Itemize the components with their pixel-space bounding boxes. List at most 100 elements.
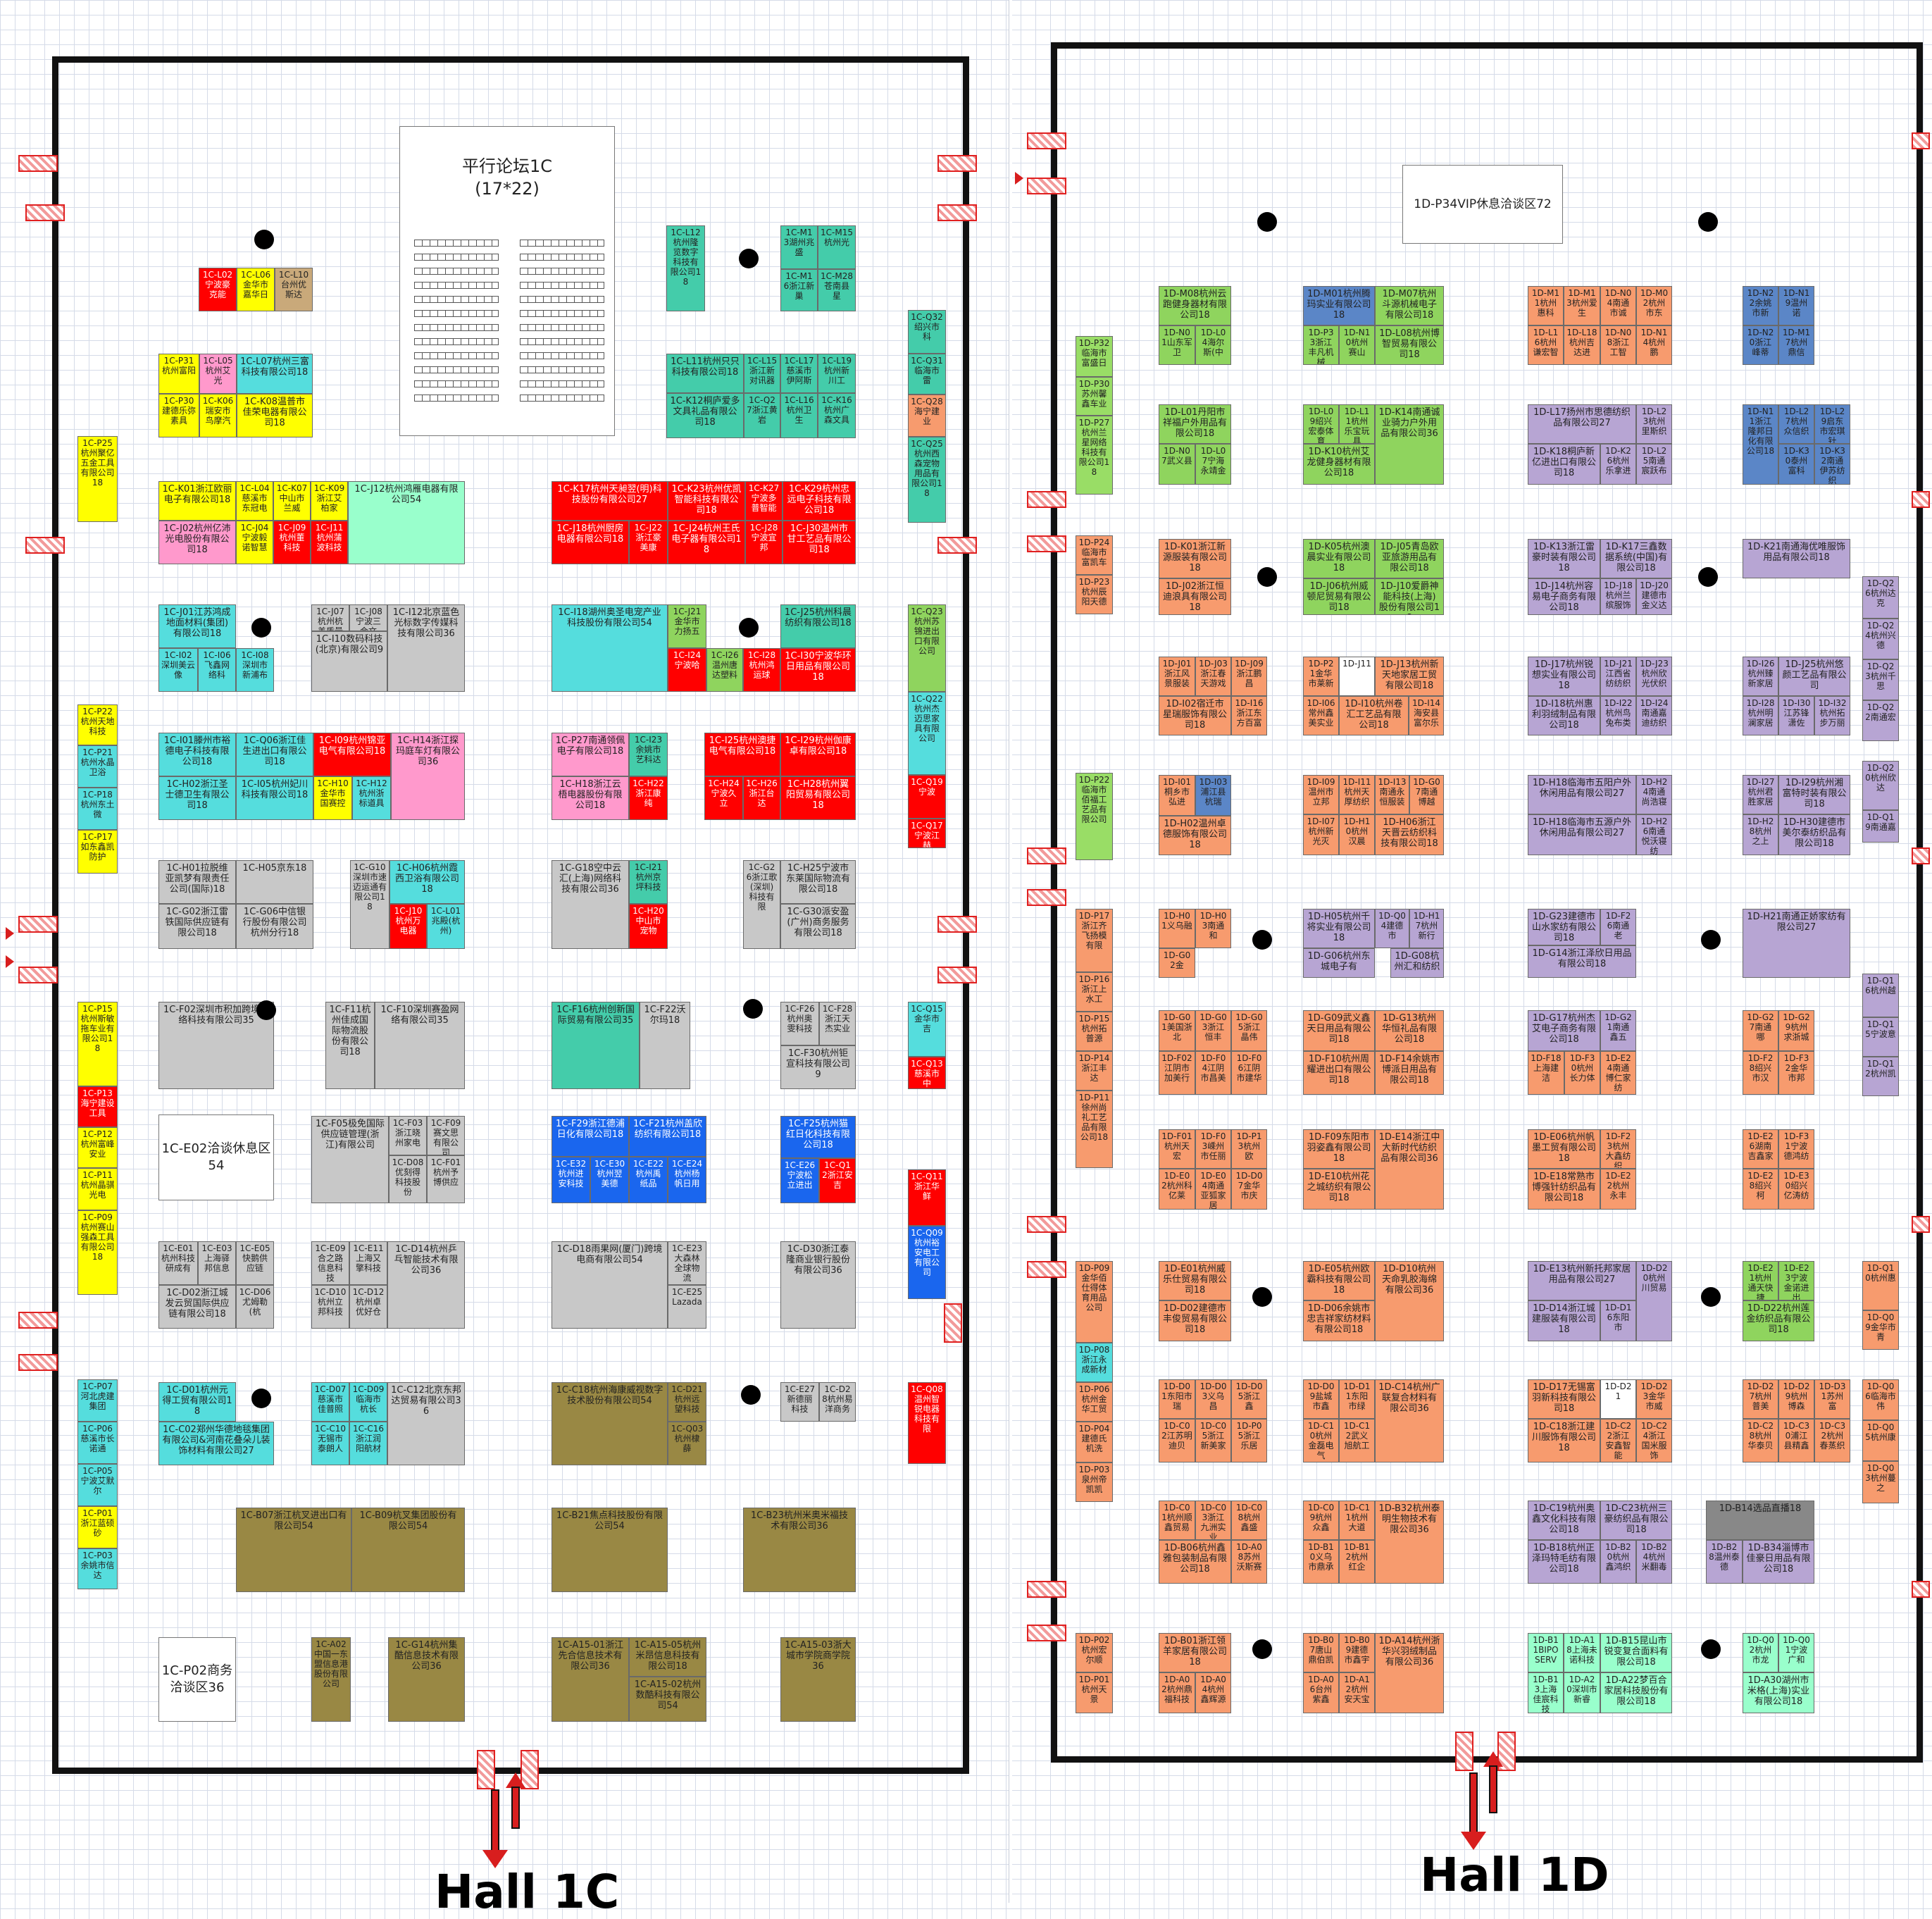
booth[interactable]: 1C-D12杭州卓优好仓 (349, 1285, 387, 1329)
booth[interactable]: 1D-P04建德氏机洗 (1076, 1422, 1113, 1462)
booth[interactable]: 1C-K23杭州优凯智能科技有限公司18 (668, 481, 745, 521)
booth[interactable]: 1D-K32南通伊苏纺织 (1814, 444, 1850, 485)
booth[interactable]: 1D-E06杭州帆墨工贸有限公司18 (1528, 1129, 1600, 1169)
booth[interactable]: 1C-D18雨果网(厦门)跨境电商有限公司54 (551, 1241, 668, 1329)
booth[interactable]: 1D-E14浙江中大新时代纺织品有限公司36 (1375, 1129, 1444, 1210)
booth[interactable]: 1D-F09东阳市羽姿鑫有限公司18 (1303, 1129, 1375, 1169)
booth[interactable]: 1D-F23杭州大鑫纺织 (1600, 1129, 1636, 1169)
booth[interactable]: 1D-G06杭州东城电子有 (1303, 948, 1375, 978)
booth[interactable]: 1D-M08杭州云跑健身器材有限公司18 (1159, 286, 1231, 325)
booth[interactable]: 1D-P05浙江乐居 (1231, 1419, 1267, 1462)
booth[interactable]: 1D-A08苏州沃斯赛 (1231, 1540, 1267, 1584)
booth[interactable]: 1D-B10义乌市鼎承 (1303, 1540, 1339, 1584)
booth[interactable]: 1D-K13浙江雷豪时装有限公司18 (1528, 539, 1600, 578)
booth[interactable]: 1D-A18上海未诺科技 (1564, 1633, 1600, 1672)
booth[interactable]: 1D-A06台州紫鑫 (1303, 1672, 1339, 1713)
booth[interactable]: 1C-F28浙江天杰实业 (819, 1002, 856, 1045)
booth[interactable]: 1C-E22杭州禹纸品 (629, 1157, 668, 1203)
booth[interactable]: 1D-I06常州鑫美实业 (1303, 696, 1339, 735)
booth[interactable]: 1D-G08杭州汇和纺织 (1390, 948, 1444, 978)
booth[interactable]: 1C-E27新德丽科技 (780, 1382, 819, 1422)
booth[interactable]: 1D-D16东阳市 (1600, 1300, 1636, 1341)
booth[interactable]: 1D-P32临海市富盛日 (1076, 336, 1113, 377)
booth[interactable]: 1D-G13杭州华恒礼品有限公司18 (1375, 1010, 1444, 1051)
booth[interactable]: 1D-P09金华佰仕得体育用品公司 (1076, 1261, 1113, 1343)
booth[interactable]: 1D-B18杭州正泽玛特毛纺有限公司18 (1528, 1540, 1600, 1584)
booth[interactable]: 1C-Q15金华市吉 (908, 1002, 946, 1057)
booth[interactable]: 1C-J02杭州亿沛光电股份有限公司18 (158, 521, 236, 564)
booth[interactable]: 1D-B15昆山市锐变复合面料有限公司18 (1600, 1633, 1672, 1672)
booth[interactable]: 1C-I10数码科技(北京)有限公司9 (311, 631, 387, 692)
booth[interactable]: 1C-F29浙江德浦日化有限公司18 (551, 1116, 629, 1157)
booth[interactable]: 1D-G27南通哪 (1743, 1010, 1778, 1051)
booth[interactable]: 1C-I25杭州澳捷电气有限公司18 (704, 733, 780, 776)
booth[interactable]: 1D-L23杭州里斯织 (1636, 404, 1672, 444)
booth[interactable]: 1D-F31宁波德鸿纺 (1778, 1129, 1814, 1169)
booth[interactable]: 1D-Q12杭州凯 (1862, 1057, 1899, 1096)
booth[interactable]: 1C-J10杭州万电器 (389, 904, 427, 949)
booth[interactable]: 1D-D20杭州川贸易 (1636, 1261, 1672, 1341)
booth[interactable]: 1D-I01桐乡市弘进 (1159, 775, 1195, 816)
booth[interactable]: 1D-M11杭州惠科 (1528, 286, 1564, 325)
booth[interactable]: 1D-D02建德市丰俊贸易有限公司18 (1159, 1300, 1231, 1341)
booth[interactable]: 1D-I24南通嘉迪纺织 (1636, 696, 1672, 735)
booth[interactable]: 1D-D31苏州富 (1814, 1379, 1850, 1419)
booth[interactable]: 1C-F21杭州盖欣纺织有限公司18 (629, 1116, 706, 1157)
booth[interactable]: 1D-P30苏州馨鑫车业 (1076, 377, 1113, 416)
booth[interactable]: 1D-H05杭州千将实业有限公司18 (1303, 909, 1375, 948)
booth[interactable]: 1D-M07杭州斗源机械电子有限公司18 (1375, 286, 1444, 325)
booth[interactable]: 1D-J20建德市金义达 (1636, 578, 1672, 615)
booth[interactable]: 1D-I27杭州君胜家居 (1743, 775, 1778, 814)
booth[interactable]: 1D-P08浙江永成新材 (1076, 1343, 1113, 1382)
booth[interactable]: 1C-E09合之路信息科技 (311, 1241, 349, 1285)
booth[interactable]: 1C-G18空中云汇(上海)网络科技有限公司36 (551, 860, 629, 949)
booth[interactable]: 1D-G07南通博越 (1409, 775, 1444, 814)
booth[interactable]: 1D-C30浦江县精鑫 (1778, 1419, 1814, 1462)
booth[interactable]: 1C-F16杭州创新国际贸易有限公司35 (551, 1002, 640, 1089)
booth[interactable]: 1C-P06慈溪市长诺通 (77, 1422, 118, 1464)
booth[interactable]: 1D-L27杭州众信织 (1778, 404, 1814, 444)
booth[interactable]: 1D-D07金华市庆 (1231, 1169, 1267, 1210)
booth[interactable]: 1C-G14杭州集酷信息技术有限公司36 (388, 1637, 465, 1722)
booth[interactable]: 1C-K09浙江艾柏家 (311, 481, 348, 521)
booth[interactable]: 1C-L07杭州三富科技有限公司18 (237, 354, 313, 394)
booth[interactable]: 1D-D21 (1600, 1379, 1636, 1419)
booth[interactable]: 1D-I14海安县富尔乐 (1409, 696, 1444, 735)
booth[interactable]: 1C-F03浙江晓州家电 (389, 1116, 427, 1155)
booth[interactable]: 1C-P13海宁建设工具 (77, 1086, 118, 1127)
booth[interactable]: 1D-P21金华市莱新 (1303, 657, 1339, 696)
booth[interactable]: 1D-C14杭州广联复合材料有限公司36 (1375, 1379, 1444, 1462)
booth[interactable]: 1C-K29杭州忠远电子科技有限公司18 (783, 481, 856, 521)
booth[interactable]: 1C-J12杭州鸿雁电器有限公司54 (348, 481, 465, 564)
booth[interactable]: 1D-L01丹阳市祥福户外用品有限公司18 (1159, 404, 1231, 444)
booth[interactable]: 1D-J06杭州威顿尼贸易有限公司18 (1303, 578, 1375, 615)
booth[interactable]: 1C-D09临海市杭长 (349, 1382, 387, 1422)
booth[interactable]: 1D-D03义乌昌 (1195, 1379, 1231, 1419)
booth[interactable]: 1C-H10金华市国赛控 (313, 776, 352, 820)
booth[interactable]: 1C-D08优刻得科技股份 (389, 1155, 427, 1203)
booth[interactable]: 1D-H24南通尚浩寝 (1636, 775, 1672, 814)
booth[interactable]: 1C-Q08温州智锐电器科技有限 (908, 1382, 946, 1464)
booth[interactable]: 1C-P21杭州水晶卫浴 (77, 745, 118, 788)
booth[interactable]: 1C-H05京东18 (236, 860, 313, 904)
booth[interactable]: 1D-D06余姚市忠吉祥家纺材料有限公司18 (1303, 1300, 1375, 1341)
booth[interactable]: 1C-A15-01浙江先合信息技术有限公司36 (551, 1637, 629, 1722)
booth[interactable]: 1D-B09建德市鑫宇 (1339, 1633, 1375, 1672)
booth[interactable]: 1C-J30温州市甘工艺品有限公司18 (783, 521, 856, 564)
booth[interactable]: 1C-J28宁波宜邦 (745, 521, 783, 564)
booth[interactable]: 1C-L02宁波豪克能 (199, 268, 237, 311)
lounge-p02[interactable]: 1C-P02商务 洽谈区36 (158, 1637, 236, 1722)
booth[interactable]: 1D-N07武义县 (1159, 444, 1195, 485)
booth[interactable]: 1D-B07唐山鼎伯凯 (1303, 1633, 1339, 1672)
booth[interactable]: 1C-P01浙江蓝硕砂 (77, 1506, 118, 1548)
booth[interactable]: 1D-I30江苏锋潇佐 (1778, 696, 1814, 735)
booth[interactable]: 1D-E18常熟市博强针纺织品有限公司18 (1528, 1169, 1600, 1210)
booth[interactable]: 1D-P16浙江上水工 (1076, 972, 1113, 1012)
booth[interactable]: 1C-I30宁波华环日用品有限公司18 (780, 648, 856, 692)
booth[interactable]: 1C-K16杭州广森文具 (818, 393, 856, 438)
booth[interactable]: 1D-N01山东军卫 (1159, 325, 1195, 365)
booth[interactable]: 1C-K07中山市兰威 (273, 481, 311, 521)
booth[interactable]: 1C-F22沃尔玛18 (640, 1002, 690, 1089)
booth[interactable]: 1C-K08温普市佳荣电器有限公司18 (237, 394, 313, 437)
booth[interactable]: 1C-H24宁波久立 (704, 776, 743, 820)
